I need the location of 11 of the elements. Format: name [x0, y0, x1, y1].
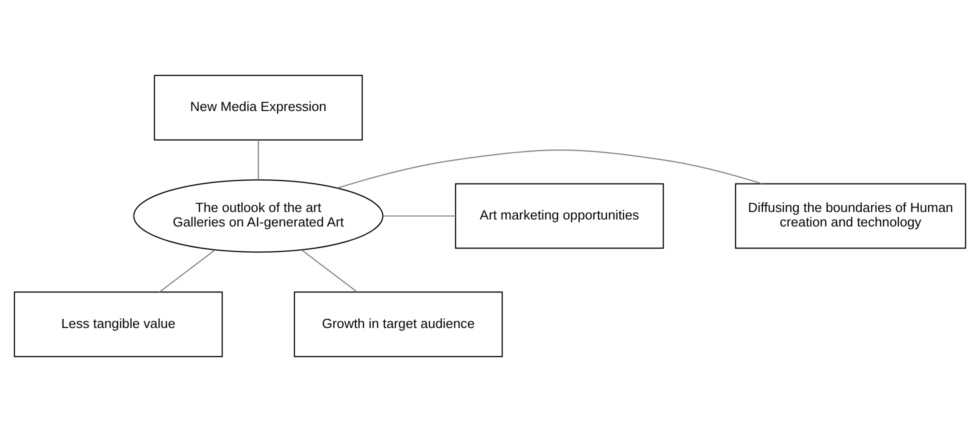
node-box: Less tangible value: [13, 292, 222, 358]
node-box: Growth in target audience: [293, 292, 502, 358]
connector: [337, 150, 762, 188]
node-box: Diffusing the boundaries of Human creation and technology: [734, 183, 966, 249]
connector: [158, 250, 215, 292]
node-box: New Media Expression: [153, 74, 362, 140]
connector: [382, 215, 456, 217]
connector: [301, 250, 358, 292]
node-ellipse: The outlook of the art Galleries on AI-generated Art: [132, 179, 383, 253]
connector: [257, 140, 258, 180]
node-box: Art marketing opportunities: [454, 183, 664, 249]
